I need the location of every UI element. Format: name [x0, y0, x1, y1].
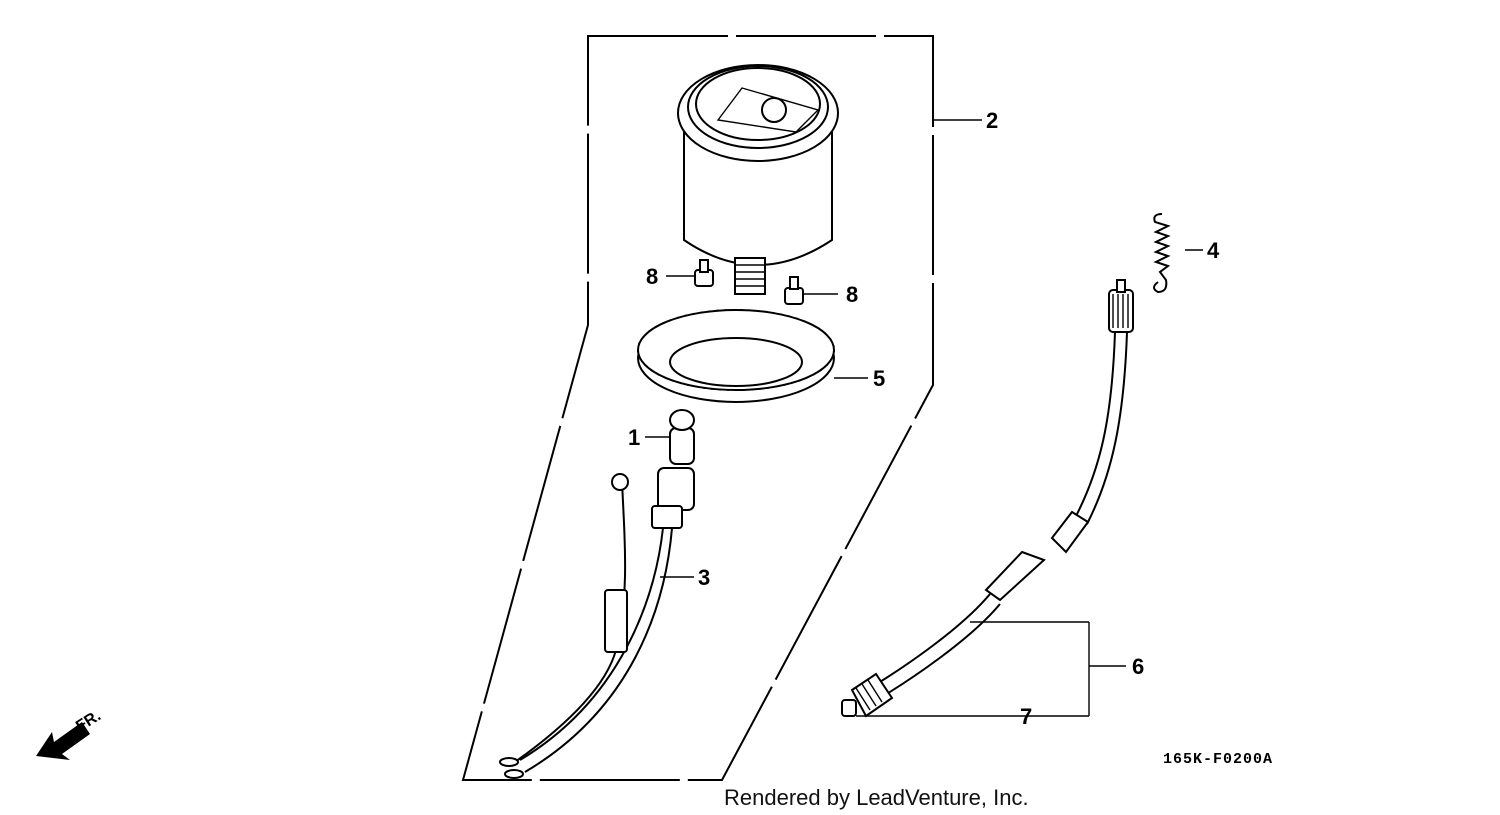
callout-2: 2 — [986, 108, 998, 133]
spring[interactable] — [1153, 213, 1171, 294]
bolt-right[interactable] — [784, 276, 804, 305]
callout-7: 7 — [1020, 704, 1032, 729]
meter-assembly[interactable] — [677, 64, 839, 295]
callout-4: 4 — [1207, 238, 1220, 263]
callout-8-left: 8 — [646, 264, 658, 289]
diagram-code: 165K-F0200A — [1163, 751, 1273, 768]
callout-6: 6 — [1132, 654, 1144, 679]
callout-1: 1 — [628, 425, 640, 450]
assembly-boundary — [461, 35, 934, 781]
credit-text: Rendered by LeadVenture, Inc. — [724, 785, 1029, 810]
socket-wire[interactable] — [499, 467, 695, 779]
leader-lines — [645, 119, 1203, 717]
bulb[interactable] — [669, 409, 695, 465]
speedometer-cable[interactable] — [841, 279, 1134, 718]
callout-3: 3 — [698, 565, 710, 590]
callout-5: 5 — [873, 366, 885, 391]
callout-8-right: 8 — [846, 282, 858, 307]
bolt-left[interactable] — [694, 259, 714, 287]
front-direction-arrow: FR. — [36, 707, 104, 760]
grommet[interactable] — [637, 309, 835, 403]
